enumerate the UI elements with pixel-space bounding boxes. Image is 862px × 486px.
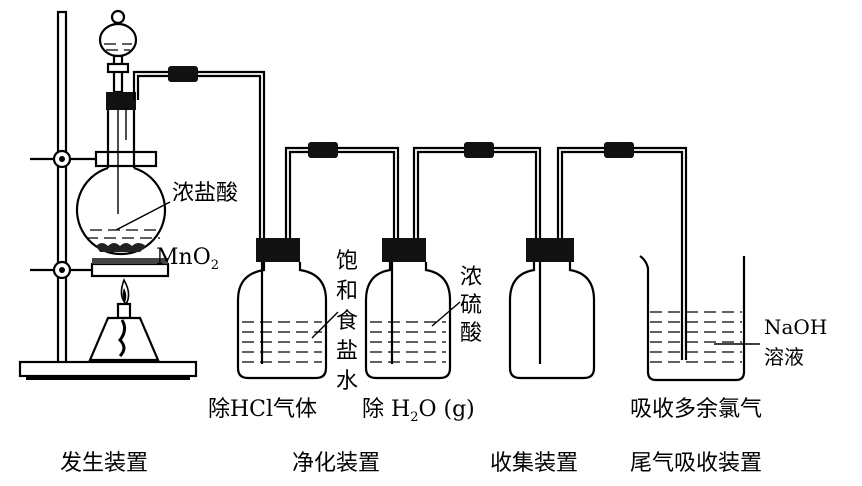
label-conc-hcl: 浓盐酸 <box>172 181 238 206</box>
beaker-naoh <box>639 255 760 382</box>
svg-text:硫: 硫 <box>460 293 482 318</box>
conc-hcl-leader <box>115 201 171 231</box>
svg-text:饱: 饱 <box>336 249 358 274</box>
section-purification: 净化装置 <box>292 451 380 476</box>
separatory-funnel <box>98 9 138 214</box>
label-remove-h2o: 除 H2O (g) <box>362 397 475 425</box>
label-conc-sulfuric-acid: 浓 硫 酸 <box>460 265 482 346</box>
section-tail-gas: 尾气吸收装置 <box>630 451 762 476</box>
svg-text:浓: 浓 <box>460 265 482 290</box>
svg-text:食: 食 <box>336 309 358 334</box>
label-remove-hcl: 除HCl气体 <box>208 397 317 422</box>
label-mno2: MnO2 <box>156 245 219 273</box>
round-bottom-flask <box>75 92 167 256</box>
iron-stand <box>18 10 198 380</box>
section-collection: 收集装置 <box>490 451 578 476</box>
svg-text:盐: 盐 <box>336 339 358 364</box>
section-generation: 发生装置 <box>60 451 148 476</box>
svg-text:酸: 酸 <box>460 321 482 346</box>
wash-bottle-sulfuric-acid <box>364 238 461 380</box>
label-saturated-salt-water: 饱 和 食 盐 水 <box>336 249 358 394</box>
label-naoh: NaOH <box>764 315 827 339</box>
label-absorb-cl2: 吸收多余氯气 <box>630 397 762 422</box>
label-solution: 溶液 <box>764 345 804 369</box>
collection-bottle <box>508 238 596 380</box>
connecting-tubes <box>132 66 688 360</box>
svg-text:水: 水 <box>336 369 358 394</box>
alcohol-lamp <box>88 278 160 362</box>
svg-text:和: 和 <box>336 279 358 304</box>
wash-bottle-salt-water <box>236 238 339 380</box>
